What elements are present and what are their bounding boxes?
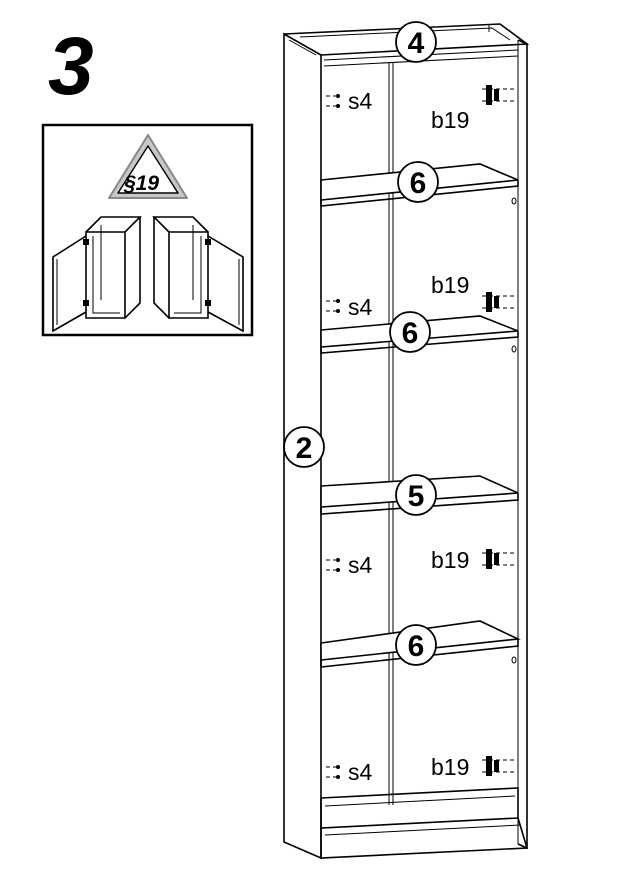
callout-part-5: 5 [395, 474, 437, 516]
step-number: 3 [48, 21, 94, 112]
left-cabinet-open-door-illustration [52, 216, 142, 333]
label-s4-4: s4 [348, 759, 373, 785]
svg-text:4: 4 [408, 27, 425, 60]
callout-part-2: 2 [283, 426, 325, 468]
callout-part-6-a: 6 [397, 161, 439, 203]
right-cabinet-open-door-illustration [152, 216, 244, 333]
warning-triangle-icon [108, 134, 188, 199]
label-b19-3: b19 [431, 547, 469, 573]
callout-part-6-b: 6 [389, 311, 431, 353]
svg-text:2: 2 [296, 432, 313, 465]
label-s4-1: s4 [348, 88, 373, 114]
bottom-panel [320, 787, 519, 829]
callout-part-6-c: 6 [395, 624, 437, 666]
label-s4-3: s4 [348, 552, 373, 578]
hinge-markers [482, 85, 516, 776]
callout-part-4: 4 [395, 21, 437, 63]
side-panel-right [517, 39, 528, 850]
shelf-pin-markers [326, 94, 340, 779]
svg-text:6: 6 [410, 167, 427, 200]
svg-text:6: 6 [408, 630, 425, 663]
drill-holes [511, 197, 517, 664]
svg-text:5: 5 [408, 480, 425, 513]
label-b19-1: b19 [431, 107, 469, 133]
warning-detail-panel: §19 [41, 123, 254, 337]
label-b19-4: b19 [431, 754, 469, 780]
label-s4-2: s4 [348, 294, 373, 320]
warning-label: §19 [123, 172, 159, 195]
label-b19-2: b19 [431, 272, 469, 298]
svg-text:6: 6 [402, 317, 419, 350]
